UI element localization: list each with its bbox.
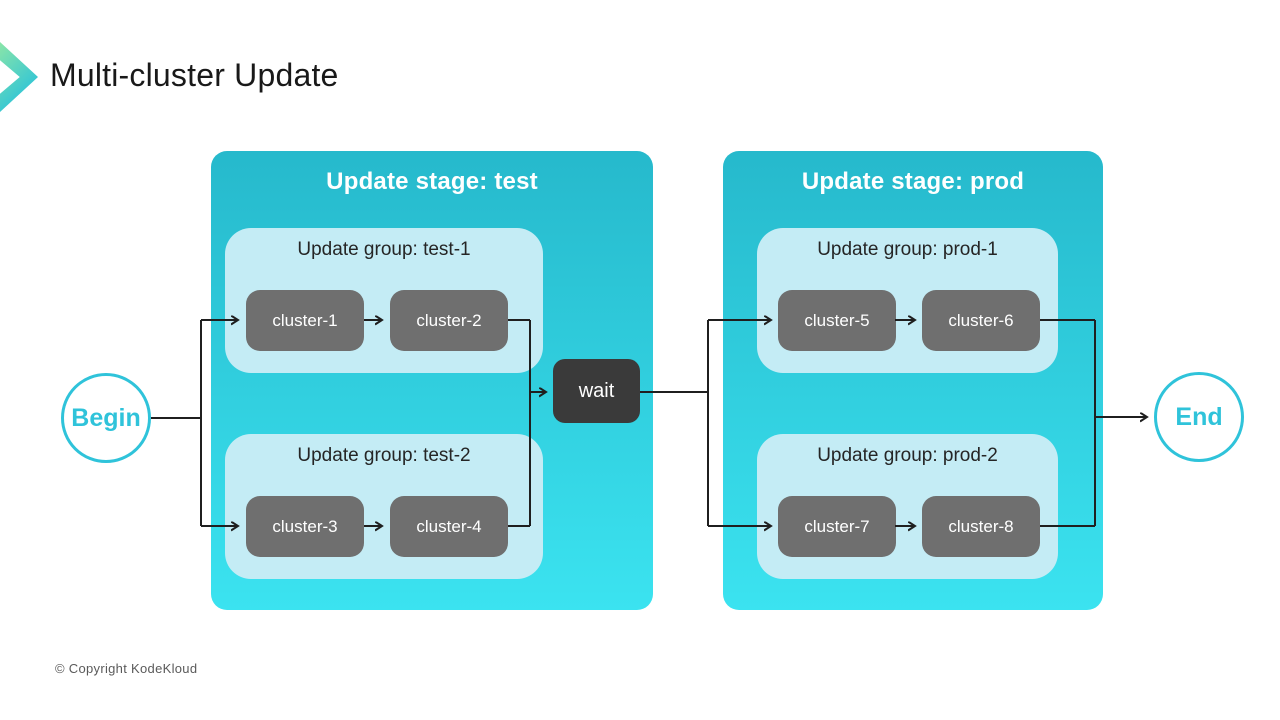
group-prod-1: Update group: prod-1 cluster-5 cluster-6 bbox=[757, 228, 1058, 373]
cluster-7-node: cluster-7 bbox=[778, 496, 896, 557]
group-prod-2-title: Update group: prod-2 bbox=[817, 445, 998, 466]
page-title: Multi-cluster Update bbox=[50, 57, 339, 93]
wait-node: wait bbox=[553, 359, 640, 423]
group-test-2-title: Update group: test-2 bbox=[297, 445, 471, 466]
group-prod-1-title: Update group: prod-1 bbox=[817, 239, 998, 260]
cluster-4-node: cluster-4 bbox=[390, 496, 508, 557]
connector-begin-branch bbox=[151, 320, 202, 526]
group-test-2: Update group: test-2 cluster-3 cluster-4 bbox=[225, 434, 543, 579]
group-prod-2: Update group: prod-2 cluster-7 cluster-8 bbox=[757, 434, 1058, 579]
cluster-6-node: cluster-6 bbox=[922, 290, 1040, 351]
stage-prod-title: Update stage: prod bbox=[801, 168, 1025, 195]
cluster-5-node: cluster-5 bbox=[778, 290, 896, 351]
cluster-8-node: cluster-8 bbox=[922, 496, 1040, 557]
cluster-1-node: cluster-1 bbox=[246, 290, 364, 351]
begin-label: Begin bbox=[71, 403, 141, 432]
end-node: End bbox=[1154, 372, 1244, 462]
cluster-3-node: cluster-3 bbox=[246, 496, 364, 557]
stage-test-title: Update stage: test bbox=[326, 168, 538, 195]
chevron-logo-icon bbox=[0, 42, 38, 112]
begin-node: Begin bbox=[61, 373, 151, 463]
stage-prod: Update stage: prod Update group: prod-1 … bbox=[723, 151, 1103, 610]
group-test-1-title: Update group: test-1 bbox=[297, 239, 471, 260]
group-test-1: Update group: test-1 cluster-1 cluster-2 bbox=[225, 228, 543, 373]
wait-label: wait bbox=[578, 379, 615, 402]
end-label: End bbox=[1175, 402, 1223, 431]
copyright-text: © Copyright KodeKloud bbox=[55, 661, 198, 676]
cluster-2-node: cluster-2 bbox=[390, 290, 508, 351]
